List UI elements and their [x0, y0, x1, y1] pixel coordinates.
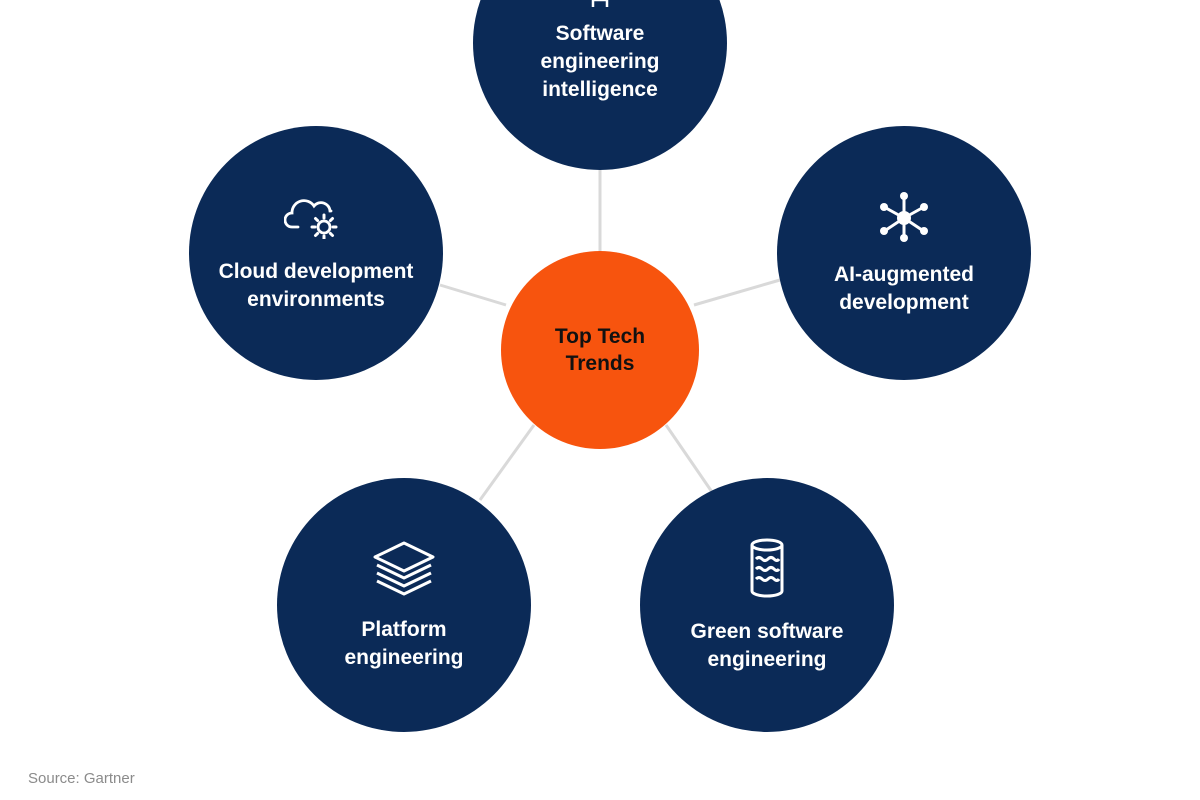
database-waves-icon — [747, 537, 787, 604]
source-caption: Source: Gartner — [28, 770, 135, 787]
connector-line — [478, 424, 536, 501]
connector-line — [439, 283, 507, 307]
node-label: Green software engineering — [690, 619, 844, 671]
layers-icon — [371, 539, 437, 602]
connector-line — [664, 424, 714, 493]
node-cloud-development-environments: Cloud development environments — [189, 126, 443, 380]
cloud-gear-icon — [283, 193, 348, 244]
node-platform-engineering: Platform engineering — [277, 478, 531, 732]
node-green-software-engineering: Green software engineering — [640, 478, 894, 732]
center-label: Top Tech Trends — [554, 325, 646, 375]
center-node: Top Tech Trends — [501, 251, 699, 449]
node-label: Platform engineering — [344, 617, 464, 669]
network-hub-icon — [876, 190, 932, 247]
node-label: Cloud development environments — [218, 259, 414, 311]
connector-line — [693, 278, 781, 307]
node-ai-augmented-development: AI-augmented development — [777, 126, 1031, 380]
node-label: Software engineering intelligence — [540, 21, 660, 101]
robot-icon — [582, 0, 618, 18]
node-label: AI-augmented development — [833, 262, 974, 314]
